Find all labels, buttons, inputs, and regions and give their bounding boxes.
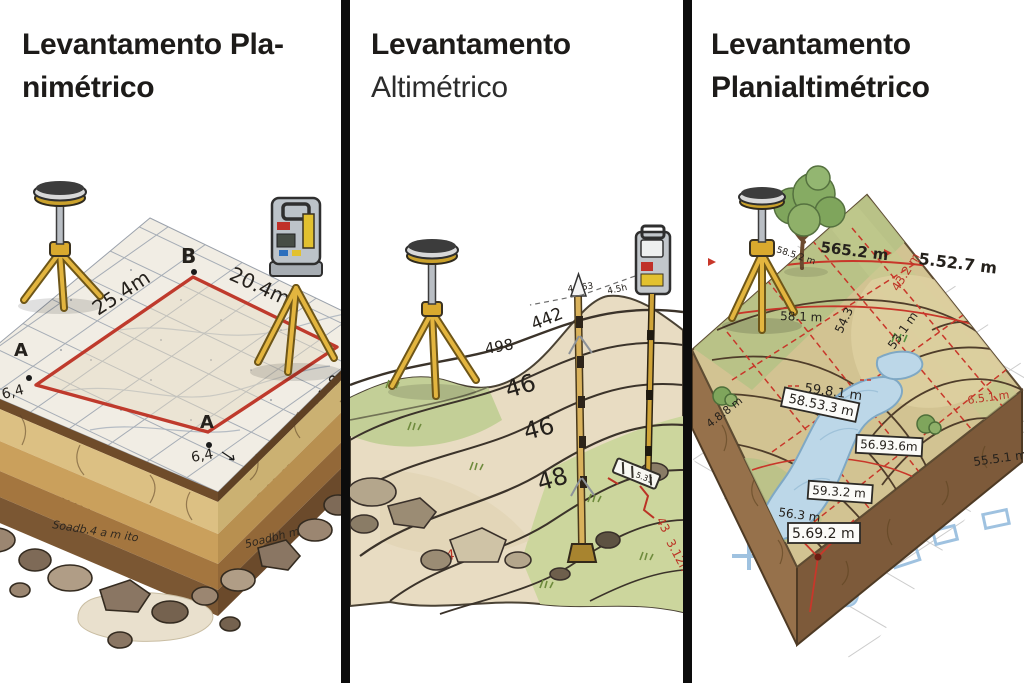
panel1-title-line1: Levantamento Pla-	[22, 28, 284, 61]
white-tag-5692: 5.69.2 m	[787, 522, 861, 544]
label-point-a-bottom: A	[200, 412, 214, 433]
panel1-title-line2: nimétrico	[22, 70, 155, 104]
carry-handle	[281, 202, 311, 221]
red-leader	[607, 477, 655, 519]
leveling-staff	[566, 271, 598, 563]
hillside: 442 498 46 46 48 4.22 44.63 4.5h	[350, 281, 683, 615]
total-station	[250, 196, 341, 381]
grass-left	[350, 377, 502, 447]
lake	[760, 350, 924, 541]
panel2-title: Levantamento Altimétrico	[371, 24, 571, 109]
panel-altimetrico: 442 498 46 46 48 4.22 44.63 4.5h	[350, 224, 683, 615]
tag-581: 58.1 m	[780, 309, 823, 324]
white-tag-5932: 59.3.2 m	[806, 479, 874, 505]
tree	[773, 165, 846, 277]
panel2-title-line2: Altimétrico	[371, 70, 508, 104]
terrain-top-face	[692, 193, 1024, 613]
tag-563: 56.3 m	[778, 505, 822, 525]
soil-cross-section: Soadb.4 a m ito 5oadbh mo	[0, 370, 341, 649]
contour-label-442: 442	[528, 304, 566, 335]
label-point-a-left: A	[14, 340, 28, 361]
gnss-antenna-disc	[738, 187, 786, 210]
rocks	[350, 462, 669, 581]
gnss-tripod	[18, 181, 104, 314]
tag-651-red: 6.5.1 m	[967, 388, 1011, 407]
soil-texture-cracks	[19, 399, 341, 521]
bushes	[712, 386, 942, 435]
staff-target	[569, 271, 588, 297]
divider-right	[683, 0, 692, 683]
rock-pile	[0, 494, 341, 649]
gnss-antenna-disc	[33, 181, 87, 207]
ruler-tag: 5.31 43 3.12m	[607, 457, 683, 577]
white-tag-56936: 56.93.6m	[854, 433, 924, 458]
point-a-bottom-dot	[206, 442, 212, 448]
panel-planimetrico: B 25.4m 20.4m A 6,4 36.7 m 20.8 m 24, 8 …	[0, 181, 341, 649]
gnss-antenna-disc	[405, 239, 459, 265]
label-offset-a-bottom: 6,4	[190, 446, 215, 466]
label-point-b: B	[181, 244, 196, 268]
red-note-43: 43	[653, 515, 673, 535]
small-arrow	[221, 451, 235, 461]
panel3-title: Levantamento Planialtimétrico	[711, 24, 930, 109]
label-offset-a-left: 6,4	[0, 382, 26, 403]
sight-line	[529, 269, 653, 306]
grass-right	[522, 416, 683, 612]
panel2-title-line1: Levantamento	[371, 28, 571, 61]
tag-5551: 55.5.1 m	[972, 448, 1024, 469]
tag-5692: 5.69.2 m	[792, 526, 855, 542]
grass-tufts	[385, 379, 654, 589]
gnss-tripod	[388, 239, 480, 400]
contour-label-498: 498	[484, 335, 515, 358]
divider-left	[341, 0, 350, 683]
panel3-title-line2: Planialtimétrico	[711, 70, 930, 104]
point-a-left-dot	[26, 375, 32, 381]
tag-5932: 59.3.2 m	[812, 483, 867, 501]
panel-planialtimetrico: 58.5.2 m 565.2 m 5.52.7 m 58.1 m 54.3 53…	[692, 165, 1024, 668]
point-b-dot	[191, 269, 197, 275]
panel3-title-line1: Levantamento	[711, 28, 911, 61]
tag-56936: 56.93.6m	[860, 437, 918, 454]
panel1-title: Levantamento Pla- nimétrico	[22, 24, 284, 109]
staff-brackets	[568, 335, 595, 497]
crest-note-2: 4.5h	[607, 283, 629, 297]
